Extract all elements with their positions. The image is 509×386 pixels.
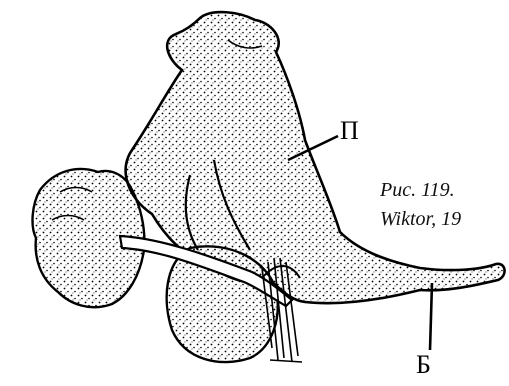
figure-caption-line2: Wiktor, 19	[380, 209, 509, 229]
leader-line-b	[430, 283, 432, 350]
figure-caption-line1: Рис. 119.	[380, 180, 509, 200]
label-b: Б	[416, 352, 431, 378]
label-p: П	[340, 118, 359, 144]
